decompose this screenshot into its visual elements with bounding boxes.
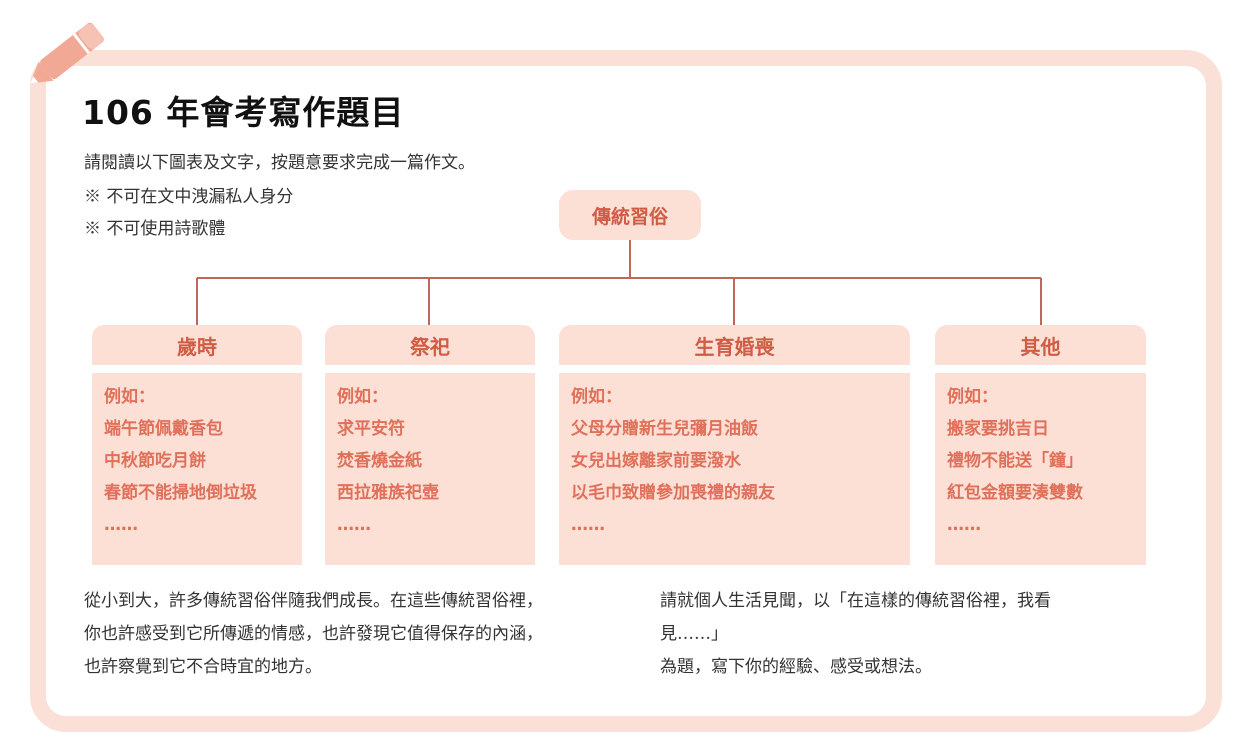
category-box: 其他 例如： 搬家要挑吉日 禮物不能送「鐘」 紅包金額要湊雙數 …… — [935, 325, 1146, 565]
instruction-line: 請閱讀以下圖表及文字，按題意要求完成一篇作文。 — [84, 153, 475, 173]
category-title: 歲時 — [92, 325, 302, 365]
instruction-line: ※ 不可使用詩歌體 — [84, 219, 226, 239]
example-item: 以毛巾致贈參加喪禮的親友 — [571, 483, 775, 503]
pencil-icon — [30, 22, 104, 84]
category-examples: 例如： 端午節佩戴香包 中秋節吃月餅 春節不能掃地倒垃圾 …… — [92, 373, 302, 565]
paragraph-line: 為題，寫下你的經驗、感受或想法。 — [660, 657, 932, 677]
category-title: 生育婚喪 — [559, 325, 910, 365]
category-examples: 例如： 父母分贈新生兒彌月油飯 女兒出嫁離家前要潑水 以毛巾致贈參加喪禮的親友 … — [559, 373, 910, 565]
example-label: 例如： — [571, 387, 622, 407]
paragraph-line: 也許察覺到它不合時宜的地方。 — [84, 657, 322, 677]
category-box: 生育婚喪 例如： 父母分贈新生兒彌月油飯 女兒出嫁離家前要潑水 以毛巾致贈參加喪… — [559, 325, 910, 565]
paragraph-line: 從小到大，許多傳統習俗伴隨我們成長。在這些傳統習俗裡， — [84, 591, 543, 611]
example-item: …… — [947, 515, 981, 535]
paragraph-line: 見……」 — [660, 624, 728, 644]
example-item: …… — [337, 515, 371, 535]
example-item: …… — [104, 515, 138, 535]
paragraph-line: 你也許感受到它所傳遞的情感，也許發現它值得保存的內涵， — [84, 624, 543, 644]
category-examples: 例如： 求平安符 焚香燒金紙 西拉雅族祀壺 …… — [325, 373, 535, 565]
category-box: 歲時 例如： 端午節佩戴香包 中秋節吃月餅 春節不能掃地倒垃圾 …… — [92, 325, 302, 565]
example-item: 女兒出嫁離家前要潑水 — [571, 451, 741, 471]
category-box: 祭祀 例如： 求平安符 焚香燒金紙 西拉雅族祀壺 …… — [325, 325, 535, 565]
paragraph-right: 請就個人生活見聞，以「在這樣的傳統習俗裡，我看 見……」 為題，寫下你的經驗、感… — [660, 585, 1051, 684]
paragraph-line: 請就個人生活見聞，以「在這樣的傳統習俗裡，我看 — [660, 591, 1051, 611]
example-item: 西拉雅族祀壺 — [337, 483, 439, 503]
example-label: 例如： — [104, 387, 155, 407]
example-item: 父母分贈新生兒彌月油飯 — [571, 419, 758, 439]
example-label: 例如： — [947, 387, 998, 407]
example-item: 中秋節吃月餅 — [104, 451, 206, 471]
example-item: 紅包金額要湊雙數 — [947, 483, 1083, 503]
example-item: …… — [571, 515, 605, 535]
category-title: 祭祀 — [325, 325, 535, 365]
example-label: 例如： — [337, 387, 388, 407]
example-item: 禮物不能送「鐘」 — [947, 451, 1083, 471]
example-item: 春節不能掃地倒垃圾 — [104, 483, 257, 503]
category-examples: 例如： 搬家要挑吉日 禮物不能送「鐘」 紅包金額要湊雙數 …… — [935, 373, 1146, 565]
category-title: 其他 — [935, 325, 1146, 365]
diagram-root: 傳統習俗 — [559, 190, 701, 240]
example-item: 端午節佩戴香包 — [104, 419, 223, 439]
instruction-line: ※ 不可在文中洩漏私人身分 — [84, 187, 294, 207]
paragraph-left: 從小到大，許多傳統習俗伴隨我們成長。在這些傳統習俗裡， 你也許感受到它所傳遞的情… — [84, 585, 543, 684]
example-item: 焚香燒金紙 — [337, 451, 422, 471]
example-item: 搬家要挑吉日 — [947, 419, 1049, 439]
example-item: 求平安符 — [337, 419, 405, 439]
page-title: 106 年會考寫作題目 — [82, 93, 405, 132]
